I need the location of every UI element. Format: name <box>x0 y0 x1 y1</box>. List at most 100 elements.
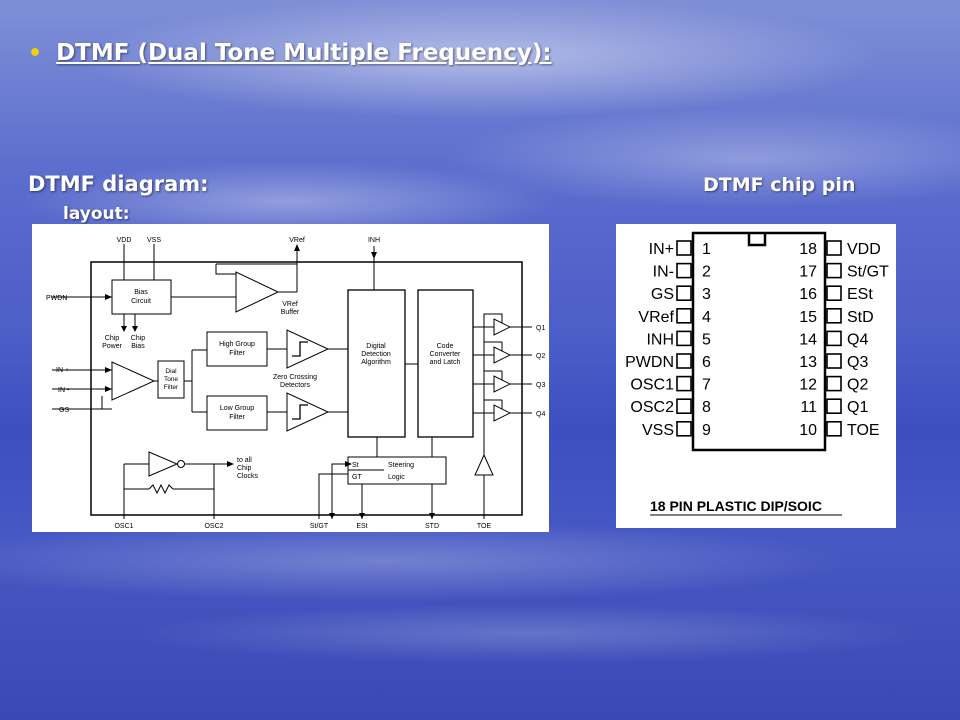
title-line: • DTMF (Dual Tone Multiple Frequency): <box>28 40 552 66</box>
toe-buffer <box>474 453 494 476</box>
pin-std-label: STD <box>425 523 439 530</box>
logic-label: Logic <box>388 474 405 481</box>
low-zero-crossing <box>286 392 330 432</box>
chip-power-label-2: Power <box>102 343 123 350</box>
left-pin-lead <box>676 240 692 256</box>
low-group-filter-box <box>206 395 268 431</box>
zero-crossing-label-2: Detectors <box>280 382 310 389</box>
high-group-label-2: Filter <box>229 350 245 357</box>
right-pin-lead <box>826 262 842 279</box>
code-converter-box <box>417 289 474 438</box>
right-pin-lead <box>826 353 842 369</box>
bias-label-1: Bias <box>134 289 148 296</box>
high-group-filter-box <box>206 331 268 367</box>
right-pin-number: 14 <box>799 331 817 348</box>
right-pin-number: 13 <box>799 354 817 371</box>
pin-toe-label: TOE <box>477 523 492 530</box>
left-pin-name: VSS <box>642 422 674 439</box>
pin-in-minus-label: IN - <box>58 387 70 394</box>
left-pin-number: 4 <box>702 309 711 326</box>
left-pin-name: VRef <box>638 309 674 326</box>
output-q2-label: Q2 <box>536 353 545 360</box>
left-pin-lead <box>676 375 692 392</box>
right-pin-name: Q1 <box>847 399 868 416</box>
left-pin-lead <box>676 262 692 279</box>
digital-detection-label-1: Digital <box>366 343 386 350</box>
right-pin-lead <box>826 308 842 324</box>
bias-label-2: Circuit <box>131 298 151 305</box>
bullet-icon: • <box>28 41 43 66</box>
left-pin-name: IN- <box>653 264 674 281</box>
right-pin-name: ESt <box>847 286 873 303</box>
left-pin-lead <box>676 308 692 324</box>
steering-st-label: St <box>352 462 359 469</box>
clocks-label-2: Chip <box>237 465 252 472</box>
clocks-label-3: Clocks <box>237 473 259 480</box>
pin-vdd-label: VDD <box>117 237 132 244</box>
package-label: 18 PIN PLASTIC DIP/SOIC <box>650 498 822 514</box>
right-pin-name: Q4 <box>847 331 868 348</box>
block-diagram-svg: VDD VSS VRef INH PWDN IN + IN - GS OSC1 … <box>46 237 545 530</box>
diagram-heading: DTMF diagram: <box>28 172 209 196</box>
right-pin-number: 17 <box>799 264 817 281</box>
high-group-label-1: High Group <box>219 341 255 348</box>
code-converter-label-3: and Latch <box>430 359 461 366</box>
code-converter-label-1: Code <box>437 343 454 350</box>
right-pin-lead <box>826 398 842 414</box>
pin-pwdn-label: PWDN <box>46 295 67 302</box>
output-q4-label: Q4 <box>536 411 545 418</box>
right-pin-name: TOE <box>847 422 880 439</box>
pin-inh-label: INH <box>368 237 380 244</box>
pin-osc2-label: OSC2 <box>204 523 223 530</box>
digital-detection-label-2: Detection <box>361 351 391 358</box>
pin-vss-label: VSS <box>147 237 161 244</box>
left-pin-number: 7 <box>702 377 711 394</box>
right-pin-name: Q2 <box>847 377 868 394</box>
oscillator-inverter <box>148 451 179 477</box>
right-pin-leads <box>826 240 842 437</box>
right-pin-number: 10 <box>799 422 817 439</box>
code-converter-label-2: Converter <box>430 351 461 358</box>
clocks-label-1: to all <box>237 457 252 464</box>
dial-tone-filter-box <box>157 360 185 399</box>
low-group-label-1: Low Group <box>220 405 254 412</box>
right-pin-lead <box>826 375 842 392</box>
left-pin-name: INH <box>646 331 674 348</box>
right-pin-lead <box>826 240 842 256</box>
vref-buffer-label-2: Buffer <box>281 309 300 316</box>
left-pin-name: PWDN <box>625 354 674 371</box>
left-pin-lead <box>676 421 692 437</box>
steering-label: Steering <box>388 462 414 469</box>
steering-gt-label: GT <box>352 474 362 481</box>
pin-vref-label: VRef <box>289 237 305 244</box>
pin-osc1-label: OSC1 <box>114 523 133 530</box>
slide-title: DTMF (Dual Tone Multiple Frequency): <box>56 40 552 66</box>
left-pin-number: 9 <box>702 422 711 439</box>
right-pin-lead <box>826 330 842 347</box>
vref-buffer-label-1: VRef <box>282 301 298 308</box>
right-pin-number: 18 <box>799 241 817 258</box>
output-buffers <box>473 313 532 434</box>
dial-tone-label-3: Filter <box>164 384 179 391</box>
right-pin-name: St/GT <box>847 264 889 281</box>
pin-heading-continued: layout: <box>63 204 130 224</box>
right-pin-name: StD <box>847 309 874 326</box>
left-pin-number: 8 <box>702 399 711 416</box>
left-pin-number: 1 <box>702 241 711 258</box>
digital-detection-label-3: Algorithm <box>361 359 391 366</box>
right-pin-lead <box>826 421 842 437</box>
input-amp <box>111 361 156 401</box>
right-pin-number: 12 <box>799 377 817 394</box>
right-pin-name: VDD <box>847 241 881 258</box>
left-pin-number: 5 <box>702 331 711 348</box>
chip-body <box>691 231 827 452</box>
zero-crossing-label-1: Zero Crossing <box>273 374 317 381</box>
pin-stgt-label: St/GT <box>310 523 329 530</box>
right-pin-number: 15 <box>799 309 817 326</box>
pin-gs-label: GS <box>59 407 69 414</box>
left-pin-number: 2 <box>702 264 711 281</box>
left-pin-lead <box>676 398 692 414</box>
chip-power-label-1: Chip <box>105 335 120 342</box>
